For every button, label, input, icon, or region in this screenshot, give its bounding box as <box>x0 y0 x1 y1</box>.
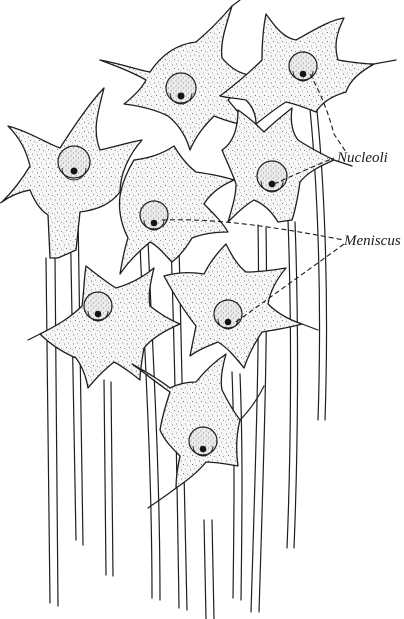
nucleoli-label: Nucleoli <box>336 150 388 166</box>
nerve-cell-2 <box>100 6 258 150</box>
nerve-cell-7 <box>164 244 302 368</box>
nerve-cell-1 <box>2 88 142 258</box>
meniscus-label: Meniscus <box>343 233 401 249</box>
nerve-cell-3 <box>220 14 374 124</box>
nerve-cell-6 <box>40 266 180 388</box>
